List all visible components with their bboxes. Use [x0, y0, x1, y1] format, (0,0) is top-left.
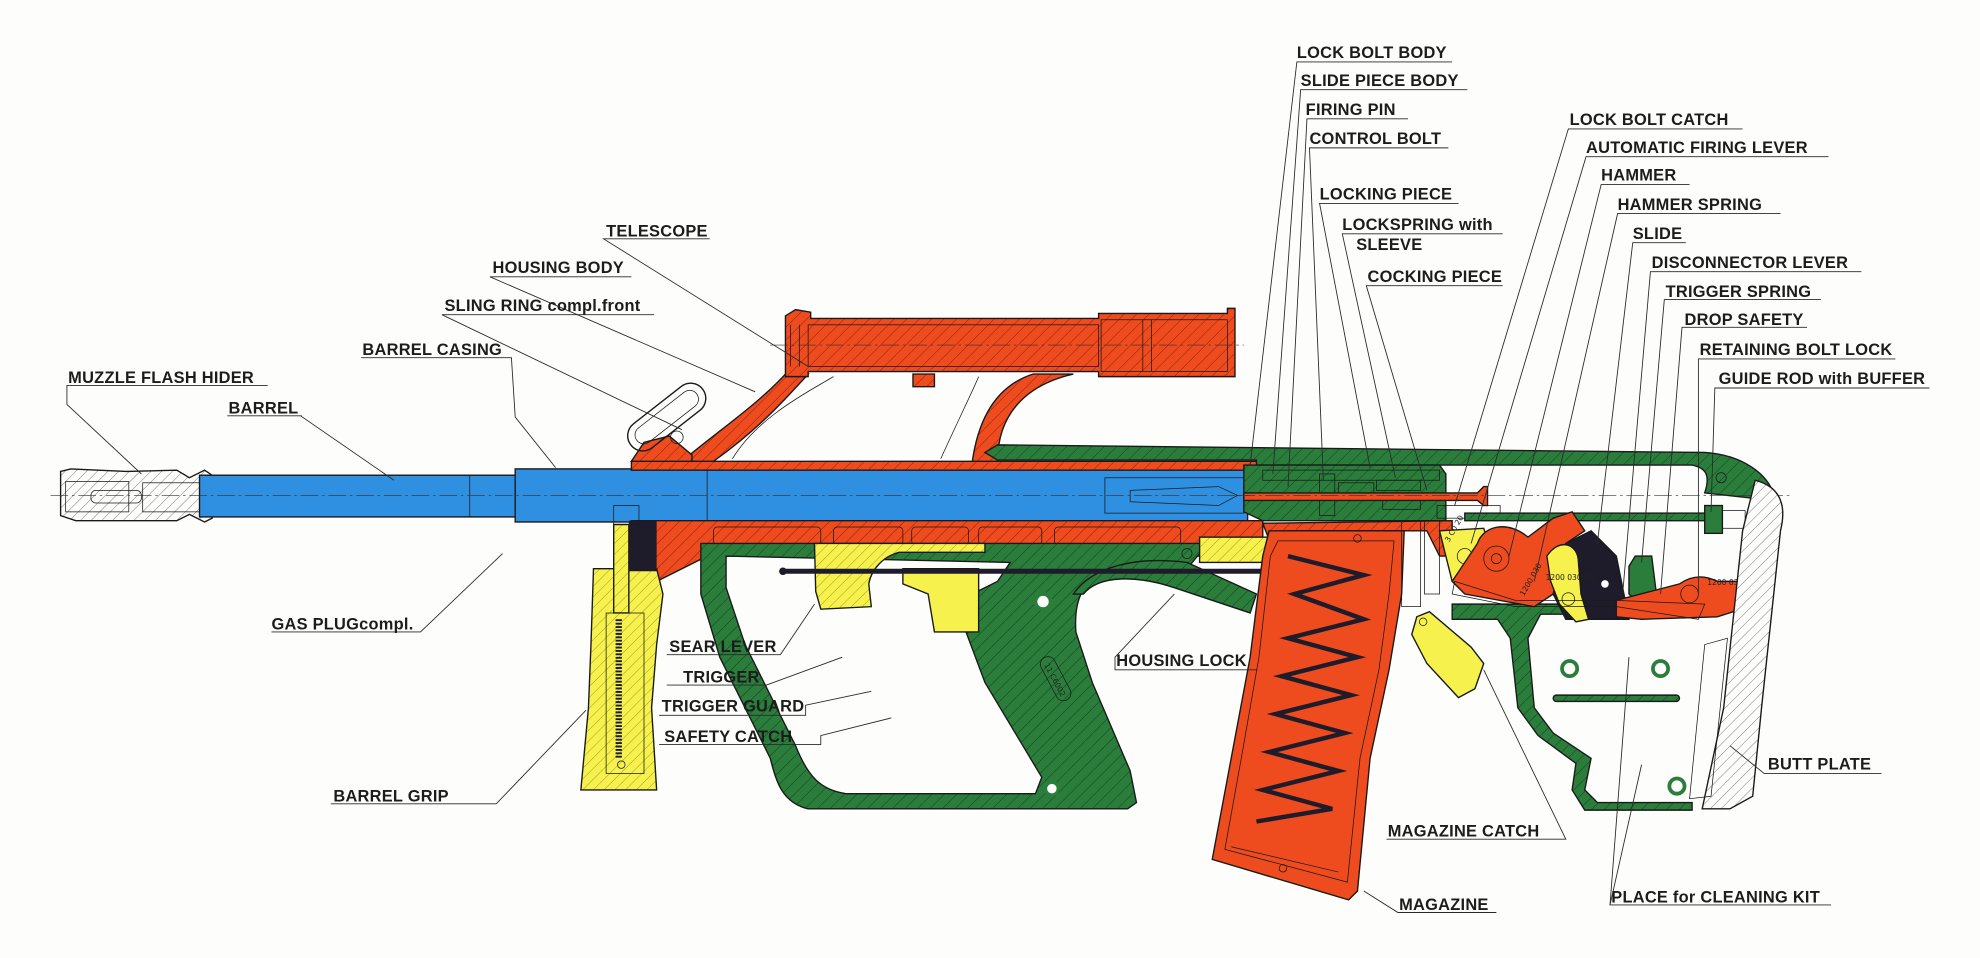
svg-text:MUZZLE FLASH HIDER: MUZZLE FLASH HIDER	[68, 369, 254, 387]
svg-text:BARREL: BARREL	[229, 399, 299, 417]
disconnector-number: 1200 030035	[1546, 573, 1597, 582]
svg-text:BARREL CASING: BARREL CASING	[362, 341, 502, 359]
label-disconnector-lever: DISCONNECTOR LEVER	[1652, 254, 1849, 272]
svg-text:GUIDE ROD with BUFFER: GUIDE ROD with BUFFER	[1719, 370, 1926, 388]
svg-text:HOUSING LOCK: HOUSING LOCK	[1116, 652, 1247, 670]
svg-text:LOCKING PIECE: LOCKING PIECE	[1320, 186, 1453, 204]
svg-text:HOUSING BODY: HOUSING BODY	[492, 259, 624, 277]
label-safety-catch: SAFETY CATCH	[664, 728, 792, 746]
label-automatic-firing-lever: AUTOMATIC FIRING LEVER	[1586, 139, 1808, 157]
label-slide: SLIDE	[1633, 225, 1683, 243]
label-control-bolt: CONTROL BOLT	[1309, 130, 1441, 148]
label-trigger-spring: TRIGGER SPRING	[1666, 283, 1812, 301]
svg-text:SLEEVE: SLEEVE	[1356, 236, 1422, 254]
label-drop-safety: DROP SAFETY	[1685, 311, 1804, 329]
label-lock-bolt-catch: LOCK BOLT CATCH	[1570, 111, 1729, 129]
svg-text:SLIDE: SLIDE	[1633, 225, 1683, 243]
svg-text:COCKING PIECE: COCKING PIECE	[1368, 268, 1503, 286]
label-telescope: TELESCOPE	[606, 222, 708, 240]
label-housing-lock: HOUSING LOCK	[1116, 652, 1247, 670]
label-butt-plate: BUTT PLATE	[1768, 756, 1871, 774]
svg-text:MAGAZINE: MAGAZINE	[1399, 896, 1488, 914]
label-magazine-catch: MAGAZINE CATCH	[1388, 823, 1540, 841]
label-lock-bolt-body: LOCK BOLT BODY	[1297, 44, 1447, 62]
svg-text:DISCONNECTOR LEVER: DISCONNECTOR LEVER	[1652, 254, 1849, 272]
label-housing-body: HOUSING BODY	[492, 259, 624, 277]
svg-text:RETAINING BOLT LOCK: RETAINING BOLT LOCK	[1700, 341, 1893, 359]
label-retaining-bolt-lock: RETAINING BOLT LOCK	[1700, 341, 1893, 359]
label-cocking-piece: COCKING PIECE	[1368, 268, 1503, 286]
labels: LOCK BOLT BODY SLIDE PIECE BODY FIRING P…	[68, 44, 1925, 914]
sling-ring	[627, 382, 707, 452]
label-guide-rod-with-buffer: GUIDE ROD with BUFFER	[1719, 370, 1926, 388]
label-place-for-cleaning-kit: PLACE for CLEANING KIT	[1611, 888, 1820, 906]
label-barrel: BARREL	[229, 399, 299, 417]
leader-lines	[66, 61, 1930, 913]
label-magazine: MAGAZINE	[1399, 896, 1488, 914]
svg-text:TELESCOPE: TELESCOPE	[606, 222, 708, 240]
housing-body	[630, 307, 1264, 583]
svg-text:TRIGGER: TRIGGER	[683, 668, 759, 686]
svg-text:SEAR LEVER: SEAR LEVER	[669, 638, 776, 656]
label-trigger-guard: TRIGGER GUARD	[662, 698, 805, 716]
svg-text:GAS PLUGcompl.: GAS PLUGcompl.	[271, 615, 413, 633]
label-sling-ring: SLING RING compl.front	[444, 297, 640, 315]
svg-text:AUTOMATIC FIRING LEVER: AUTOMATIC FIRING LEVER	[1586, 139, 1808, 157]
svg-text:PLACE for CLEANING KIT: PLACE for CLEANING KIT	[1611, 888, 1820, 906]
label-locking-piece: LOCKING PIECE	[1320, 186, 1453, 204]
svg-text:LOCK BOLT CATCH: LOCK BOLT CATCH	[1570, 111, 1729, 129]
label-hammer-spring: HAMMER SPRING	[1618, 196, 1763, 214]
svg-text:LOCKSPRING with: LOCKSPRING with	[1342, 216, 1492, 234]
svg-text:TRIGGER GUARD: TRIGGER GUARD	[662, 698, 805, 716]
trigger-assembly	[779, 536, 1270, 633]
label-hammer: HAMMER	[1601, 167, 1676, 185]
butt-plate	[1689, 479, 1784, 810]
label-slide-piece-body: SLIDE PIECE BODY	[1301, 72, 1459, 90]
label-trigger: TRIGGER	[683, 668, 759, 686]
label-barrel-grip: BARREL GRIP	[333, 787, 448, 805]
svg-text:DROP SAFETY: DROP SAFETY	[1685, 311, 1804, 329]
svg-text:SAFETY CATCH: SAFETY CATCH	[664, 728, 792, 746]
svg-text:CONTROL BOLT: CONTROL BOLT	[1309, 130, 1441, 148]
barrel-grip	[580, 505, 664, 791]
svg-text:TRIGGER SPRING: TRIGGER SPRING	[1666, 283, 1812, 301]
label-firing-pin: FIRING PIN	[1306, 101, 1396, 119]
svg-text:BUTT PLATE: BUTT PLATE	[1768, 756, 1871, 774]
svg-text:MAGAZINE CATCH: MAGAZINE CATCH	[1388, 823, 1540, 841]
svg-text:FIRING PIN: FIRING PIN	[1306, 101, 1396, 119]
svg-text:HAMMER SPRING: HAMMER SPRING	[1618, 196, 1763, 214]
label-sear-lever: SEAR LEVER	[669, 638, 776, 656]
magazine	[1211, 530, 1405, 901]
label-lock-spring: LOCKSPRING with SLEEVE	[1342, 216, 1492, 254]
magazine-catch	[1401, 520, 1485, 699]
svg-text:SLIDE PIECE BODY: SLIDE PIECE BODY	[1301, 72, 1459, 90]
svg-text:LOCK BOLT BODY: LOCK BOLT BODY	[1297, 44, 1447, 62]
retaining-lever-number: 1200 030 440	[1707, 578, 1760, 587]
label-muzzle-flash-hider: MUZZLE FLASH HIDER	[68, 369, 254, 387]
trigger-group: 3 C0 20 1200 030 1200 030035 1200 030 44…	[1438, 511, 1760, 623]
svg-text:HAMMER: HAMMER	[1601, 167, 1676, 185]
bolt-mechanism	[1237, 464, 1794, 558]
svg-text:BARREL GRIP: BARREL GRIP	[333, 787, 448, 805]
svg-text:SLING RING compl.front: SLING RING compl.front	[444, 297, 640, 315]
label-gas-plug: GAS PLUGcompl.	[271, 615, 413, 633]
label-barrel-casing: BARREL CASING	[362, 341, 502, 359]
